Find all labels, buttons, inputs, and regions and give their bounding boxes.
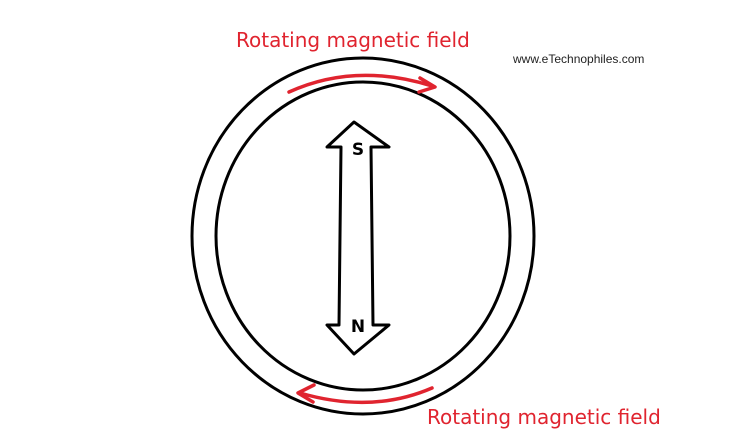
pole-label-south: S xyxy=(352,140,364,160)
inner-ring xyxy=(214,80,512,392)
field-arrow-top xyxy=(287,73,437,94)
caption-rotating-field-top: Rotating magnetic field xyxy=(236,28,470,52)
outer-ring xyxy=(190,56,536,416)
caption-rotating-field-bottom: Rotating magnetic field xyxy=(427,405,661,429)
pole-label-north: N xyxy=(351,317,365,337)
site-watermark: www.eTechnophiles.com xyxy=(513,52,645,66)
field-arrow-bottom xyxy=(296,383,434,405)
bar-magnet xyxy=(325,120,391,356)
